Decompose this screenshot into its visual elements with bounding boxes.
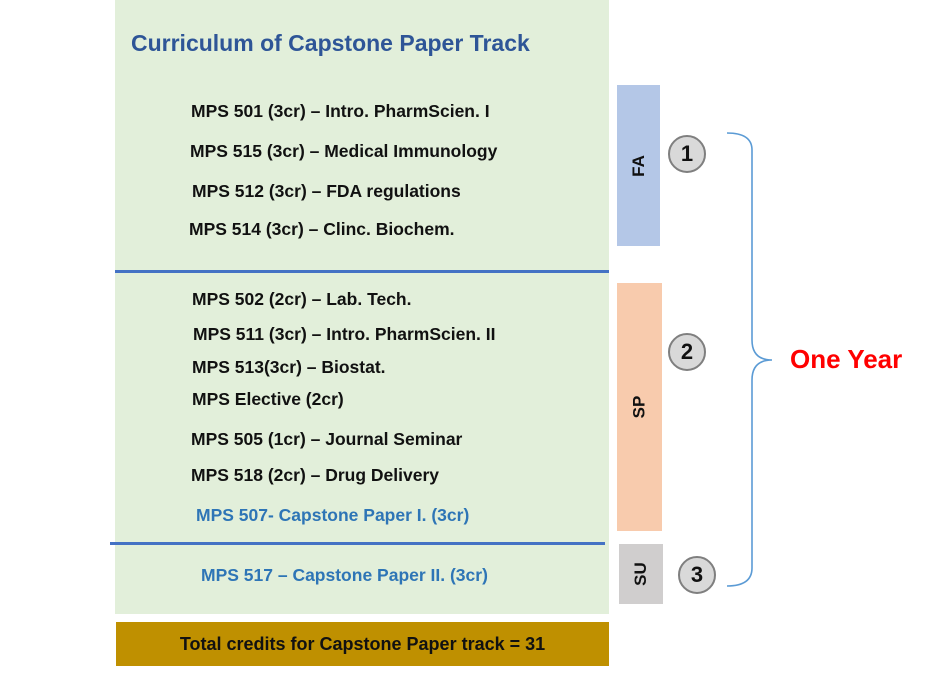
total-credits-bar: Total credits for Capstone Paper track =… [116, 622, 609, 666]
course-item: MPS 511 (3cr) – Intro. PharmScien. II [193, 324, 496, 344]
fall-spring-divider [115, 270, 609, 273]
duration-label: One Year [790, 344, 903, 374]
term-bar-fa: FA [617, 85, 660, 246]
capstone-course-item: MPS 517 – Capstone Paper II. (3cr) [201, 565, 488, 585]
total-credits-label: Total credits for Capstone Paper track =… [179, 633, 546, 654]
term-bar-su: SU [619, 544, 663, 604]
curriculum-panel [115, 0, 609, 614]
course-item: MPS 505 (1cr) – Journal Seminar [191, 429, 463, 449]
course-item: MPS 502 (2cr) – Lab. Tech. [192, 289, 412, 309]
term-bar-sp: SP [617, 283, 662, 531]
capstone-course-item: MPS 507- Capstone Paper I. (3cr) [196, 505, 470, 525]
course-item: MPS 518 (2cr) – Drug Delivery [191, 465, 440, 485]
course-item: MPS 501 (3cr) – Intro. PharmScien. I [191, 101, 490, 121]
course-item: MPS 515 (3cr) – Medical Immunology [190, 141, 498, 161]
course-item: MPS 512 (3cr) – FDA regulations [192, 181, 461, 201]
term-number-1: 1 [668, 135, 706, 173]
term-number-2: 2 [668, 333, 706, 371]
course-item: MPS Elective (2cr) [192, 389, 344, 409]
course-item: MPS 514 (3cr) – Clinc. Biochem. [189, 219, 455, 239]
spring-summer-divider [110, 542, 605, 545]
term-number-3: 3 [678, 556, 716, 594]
course-item: MPS 513(3cr) – Biostat. [192, 357, 386, 377]
page-title: Curriculum of Capstone Paper Track [131, 30, 530, 56]
